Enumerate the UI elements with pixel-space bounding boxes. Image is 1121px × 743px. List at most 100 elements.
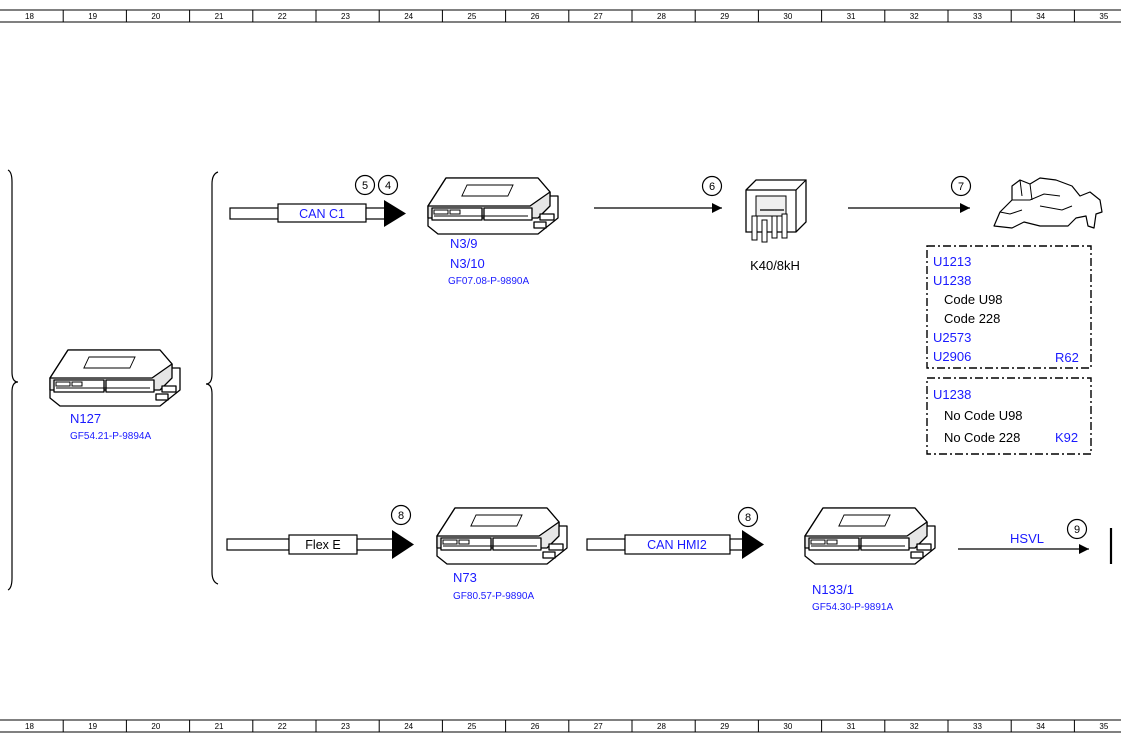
callout-5: 5 — [354, 174, 376, 196]
code-condition: Code 228 — [964, 430, 1020, 445]
ecu-icon — [804, 507, 936, 565]
fault-code: U1238 — [933, 387, 971, 402]
ruler-number: 18 — [25, 722, 34, 731]
box-tag: R62 — [1055, 350, 1079, 365]
module-name: N73 — [453, 570, 477, 585]
ruler-number: 29 — [720, 722, 729, 731]
bus-arrow-icon — [392, 530, 414, 559]
ruler-number: 24 — [404, 12, 413, 21]
ruler-number: 31 — [847, 722, 856, 731]
bus-label: Flex E — [305, 538, 340, 552]
svg-text:9: 9 — [1074, 524, 1080, 536]
relay-k40[interactable]: K40/8kH — [745, 179, 807, 273]
module-name-n3-9: N3/9 — [450, 236, 477, 251]
ecu-icon — [49, 349, 181, 407]
svg-text:5: 5 — [362, 180, 368, 192]
ruler-number: 19 — [88, 12, 97, 21]
left-brace — [7, 169, 19, 591]
ruler-number: 25 — [467, 12, 476, 21]
fault-code: U2573 — [933, 330, 971, 345]
module-name: N127 — [70, 411, 101, 426]
callout-8-right: 8 — [737, 506, 759, 528]
bus-label: CAN C1 — [299, 207, 345, 221]
code-condition: Code U98 — [944, 292, 1003, 307]
negation-label: No — [944, 408, 961, 423]
ruler-number: 23 — [341, 722, 350, 731]
fault-code: U2906 — [933, 349, 971, 364]
ruler-number: 22 — [278, 12, 287, 21]
module-n133-1[interactable]: N133/1 GF54.30-P-9891A — [804, 507, 936, 613]
code-condition: Code U98 — [964, 408, 1023, 423]
ruler-number: 22 — [278, 722, 287, 731]
ruler-number: 30 — [783, 12, 792, 21]
negation-label: No — [944, 430, 961, 445]
code-condition: Code 228 — [944, 311, 1000, 326]
fault-code: U1238 — [933, 273, 971, 288]
ruler-number: 21 — [215, 722, 224, 731]
ruler-number: 26 — [531, 722, 540, 731]
bus-can-c1[interactable]: CAN C1 — [229, 200, 406, 227]
ruler-number: 19 — [88, 722, 97, 731]
callout-9: 9 — [1066, 518, 1088, 540]
ruler-number: 28 — [657, 12, 666, 21]
bus-hsvl[interactable]: HSVL — [958, 531, 1089, 554]
callout-7: 7 — [950, 175, 972, 197]
svg-text:8: 8 — [745, 512, 751, 524]
ruler-number: 27 — [594, 722, 603, 731]
ruler-number: 24 — [404, 722, 413, 731]
ruler-number: 27 — [594, 12, 603, 21]
ruler-top: 18 19 20 21 22 23 24 25 26 27 28 29 30 31 32 33 34 35 — [0, 9, 1121, 23]
box-tag: K92 — [1055, 430, 1078, 445]
bus-pipe — [356, 538, 394, 551]
ruler-number: 32 — [910, 12, 919, 21]
ruler-number: 35 — [1099, 722, 1108, 731]
ecu-icon — [436, 507, 568, 565]
ruler-number: 21 — [215, 12, 224, 21]
module-reference[interactable]: GF07.08-P-9890A — [448, 276, 529, 287]
svg-text:8: 8 — [398, 510, 404, 522]
right-brace — [205, 171, 219, 585]
bus-flex-e[interactable]: Flex E — [226, 530, 414, 559]
bus-can-hmi2[interactable]: CAN HMI2 — [586, 530, 764, 559]
sensor-component-icon — [993, 177, 1103, 229]
ruler-number: 28 — [657, 722, 666, 731]
module-name-n3-10: N3/10 — [450, 256, 485, 271]
module-reference[interactable]: GF54.30-P-9891A — [812, 602, 893, 613]
ruler-number: 26 — [531, 12, 540, 21]
bus-label: CAN HMI2 — [647, 538, 707, 552]
bus-pipe — [229, 207, 283, 220]
ruler-number: 29 — [720, 12, 729, 21]
ruler-number: 30 — [783, 722, 792, 731]
ruler-number: 33 — [973, 722, 982, 731]
module-n3[interactable]: N3/9 N3/10 GF07.08-P-9890A — [427, 177, 559, 287]
ruler-number: 18 — [25, 12, 34, 21]
ruler-number: 20 — [151, 12, 160, 21]
ruler-number: 23 — [341, 12, 350, 21]
module-reference[interactable]: GF80.57-P-9890A — [453, 591, 534, 602]
svg-text:7: 7 — [958, 181, 964, 193]
module-n73[interactable]: N73 GF80.57-P-9890A — [436, 507, 568, 602]
ruler-number: 34 — [1036, 12, 1045, 21]
fault-codes-box-k92: U1238 No Code U98 No Code 228 K92 — [926, 377, 1092, 455]
bus-pipe — [226, 538, 290, 551]
svg-text:4: 4 — [385, 180, 391, 192]
bus-arrow-icon — [742, 530, 764, 559]
ruler-number: 31 — [847, 12, 856, 21]
bus-pipe — [729, 538, 745, 551]
relay-icon — [745, 179, 807, 243]
fault-code: U1213 — [933, 254, 971, 269]
callout-4: 4 — [377, 174, 399, 196]
module-reference[interactable]: GF54.21-P-9894A — [70, 431, 151, 442]
ruler-number: 34 — [1036, 722, 1045, 731]
relay-name: K40/8kH — [750, 258, 800, 273]
ruler-number: 32 — [910, 722, 919, 731]
ruler-number: 33 — [973, 12, 982, 21]
bus-pipe — [365, 207, 387, 220]
ruler-number: 35 — [1099, 12, 1108, 21]
module-name: N133/1 — [812, 582, 854, 597]
ruler-number: 20 — [151, 722, 160, 731]
ecu-icon — [427, 177, 559, 235]
module-n127[interactable]: N127 GF54.21-P-9894A — [49, 349, 181, 442]
